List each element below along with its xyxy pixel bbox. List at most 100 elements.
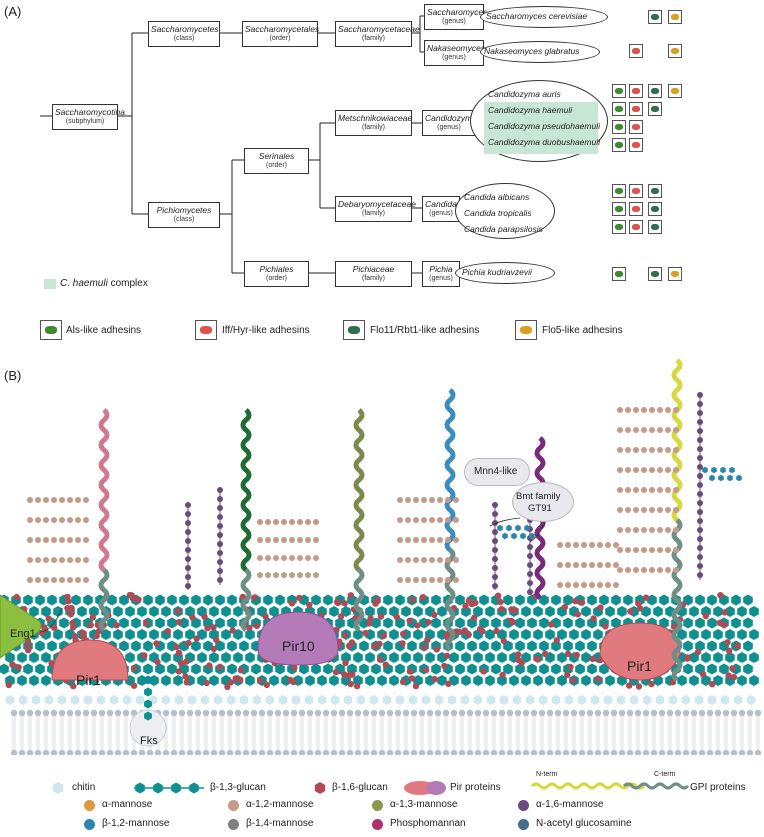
b16-glucan-unit <box>349 671 356 678</box>
b16-glucan-unit <box>173 643 180 651</box>
membrane-head <box>50 749 58 755</box>
membrane-head <box>98 709 106 717</box>
chitin-unit <box>668 695 678 705</box>
mannose-unit <box>83 537 89 543</box>
mannose-unit <box>83 517 89 523</box>
b16-glucan-unit <box>399 640 406 647</box>
glucan-unit <box>317 675 327 686</box>
adhesin-icon <box>629 102 643 116</box>
membrane-head <box>410 709 418 717</box>
glucan-unit <box>587 663 597 675</box>
alpha16-mannose <box>697 518 703 524</box>
membrane-head <box>298 709 306 717</box>
b16-glucan-unit <box>372 600 379 607</box>
mannose-unit <box>573 542 579 548</box>
glucan-unit <box>563 617 573 629</box>
glucan-unit <box>575 640 585 652</box>
alpha16-mannose <box>697 545 703 551</box>
mannose-unit <box>641 507 647 513</box>
glucan-unit <box>215 617 225 629</box>
mannose-unit <box>429 557 435 563</box>
glucan-unit <box>485 629 495 640</box>
mannose-unit <box>405 577 411 583</box>
b12-mannose <box>709 474 715 482</box>
pir10-label: Pir10 <box>282 638 315 654</box>
glucan-unit <box>197 652 207 663</box>
chitin-unit <box>109 695 119 705</box>
mannose-unit <box>397 537 403 543</box>
mannose-unit <box>281 537 287 543</box>
legend-nterm: N-term <box>536 771 558 778</box>
b16-glucan-unit <box>130 682 138 689</box>
membrane-head <box>498 709 506 717</box>
mannose-unit <box>565 562 571 568</box>
mannose-unit <box>633 487 639 493</box>
mannose-unit <box>35 497 41 503</box>
adhesin-icon <box>648 202 662 216</box>
alpha16-mannose <box>697 464 703 470</box>
mannose-unit <box>641 527 647 533</box>
glucan-unit <box>527 617 537 629</box>
b16-glucan-unit <box>263 681 270 689</box>
mannose-unit <box>657 407 663 413</box>
membrane-head <box>650 749 658 755</box>
membrane-head <box>466 709 474 717</box>
mannose-unit <box>27 557 33 563</box>
glucan-unit <box>437 606 447 617</box>
glucan-unit <box>131 617 141 629</box>
b16-glucan-unit <box>141 652 148 659</box>
b16-glucan-unit <box>237 676 244 684</box>
adhesin-icon <box>648 84 662 98</box>
alpha16-mannose <box>697 473 703 479</box>
b16-glucan-unit <box>64 605 71 612</box>
chitin-unit <box>551 695 561 705</box>
gpi-stalk <box>240 568 252 632</box>
mannose-unit <box>305 537 311 543</box>
glucan-unit <box>449 675 459 686</box>
glucan-unit <box>617 606 627 617</box>
mannose-unit <box>633 427 639 433</box>
b16-glucan-unit <box>533 655 540 662</box>
glucan-unit <box>185 629 195 640</box>
mannose-unit <box>75 537 81 543</box>
b16-glucan-unit <box>399 678 407 685</box>
haemuli-complex-label: C. haemuli complex <box>60 278 148 289</box>
b16-glucan-unit <box>67 611 75 618</box>
mannose-unit <box>557 582 563 588</box>
b16-glucan-unit <box>210 624 217 631</box>
glucan-unit <box>611 617 621 629</box>
membrane-head <box>530 749 538 755</box>
b16-glucan-unit <box>377 613 385 620</box>
mannose-unit <box>589 582 595 588</box>
mannose-unit <box>421 577 427 583</box>
mannose-unit <box>617 487 623 493</box>
glucan-unit <box>431 663 441 675</box>
chitin-unit <box>356 695 366 705</box>
glucan-unit <box>611 594 621 606</box>
membrane-head <box>482 709 490 717</box>
b16-glucan-unit <box>408 675 416 682</box>
node-name: Pichiomycetes <box>156 205 212 215</box>
membrane-head <box>234 709 242 717</box>
b16-glucan-unit <box>135 596 142 603</box>
glucan-unit <box>113 606 123 617</box>
glucan-unit <box>593 629 603 640</box>
species-c-parapsilosis: Candida parapsilosis <box>464 224 543 234</box>
mannose-unit <box>35 537 41 543</box>
chitin-unit <box>473 695 483 705</box>
membrane-head <box>394 749 402 755</box>
membrane-head <box>666 749 674 755</box>
glucan-unit <box>545 675 555 686</box>
chitin-unit <box>5 695 15 705</box>
glucan-unit <box>335 617 345 629</box>
membrane-head <box>578 749 586 755</box>
pir1-left-shape <box>51 639 129 681</box>
membrane-head <box>306 749 314 755</box>
adhesin-icon <box>668 44 682 58</box>
membrane-head <box>634 709 642 717</box>
mannose-unit <box>297 537 303 543</box>
gpi-n-term <box>444 388 456 552</box>
mannose-unit <box>429 577 435 583</box>
alpha16-mannose <box>185 529 191 535</box>
chitin-unit <box>83 695 93 705</box>
